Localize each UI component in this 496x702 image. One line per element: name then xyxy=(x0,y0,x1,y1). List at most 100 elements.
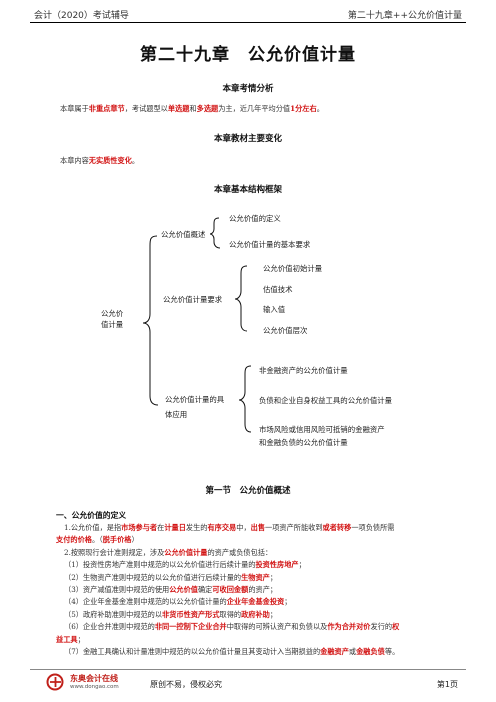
header-left: 会计（2020）考试辅导 xyxy=(34,11,129,21)
tree-root-line1: 公允价 xyxy=(101,309,124,318)
emphasis: 脱手价格 xyxy=(102,535,132,545)
text: 和 xyxy=(189,104,197,113)
text: （6）企业合并准则中规范的 xyxy=(64,622,155,632)
tree-branch-requirements: 公允价值计量要求 xyxy=(163,295,223,304)
emphasis: 投资性房地产 xyxy=(255,560,299,570)
emphasis: 出售 xyxy=(250,523,266,532)
text: 发行的 xyxy=(370,622,393,632)
text: 。（ xyxy=(91,535,103,545)
emphasis: 企业年金基金投资 xyxy=(226,597,285,607)
emphasis: 益工具 xyxy=(56,634,78,644)
text: 中取得的可辨认资产和负债以及 xyxy=(226,622,328,632)
heading-changes: 本章教材主要变化 xyxy=(213,134,282,144)
heading-structure: 本章基本结构框架 xyxy=(213,185,282,195)
structure-diagram: 公允价 值计量 公允价值概述 公允价值的定义 公允价值计量的基本要求 公允价值计… xyxy=(101,214,393,447)
page-number: 第1页 xyxy=(436,680,458,689)
tree-root-line2: 值计量 xyxy=(101,320,124,329)
paragraph-exam-analysis: 本章属于非重点章节，考试题型以单选题和多选题为主，近几年平均分值1分左右。 xyxy=(60,104,324,114)
page-header: 会计（2020）考试辅导 第二十九章++公允价值计量 xyxy=(0,0,496,23)
emphasis: 市场参与者 xyxy=(121,523,158,532)
tree-branch-overview: 公允价值概述 xyxy=(161,230,206,239)
header-right: 第二十九章++公允价值计量 xyxy=(347,11,462,21)
text: （7）金融工具确认和计量准则中规范的以公允价值计量且其变动计入当期损益的 xyxy=(64,646,321,656)
emphasis: 政府补助 xyxy=(241,609,270,619)
text: 等。 xyxy=(384,646,400,656)
text: 在 xyxy=(157,523,165,532)
emphasis: 可收回金额 xyxy=(212,584,249,594)
text: ，考试题型以 xyxy=(124,104,168,113)
tree-branch-application-line2: 体应用 xyxy=(165,410,187,419)
emphasis: 或者转移 xyxy=(322,523,352,532)
text: （5）政府补助准则中规范的以 xyxy=(64,609,163,619)
tree-leaf: 和金融负债的公允价值计量 xyxy=(259,438,348,447)
text: 本章内容 xyxy=(60,156,89,165)
emphasis: 生物资产 xyxy=(241,572,270,582)
emphasis: 金融负债 xyxy=(356,646,385,656)
emphasis: 权 xyxy=(392,622,400,632)
list-item: （3）资产减值准则中规范的使用公允价值确定可收回金额的资产； xyxy=(56,584,444,596)
text: 或 xyxy=(348,646,357,656)
text: 取得的 xyxy=(219,609,242,619)
text: ； xyxy=(269,609,278,619)
footer-slogan: 原创不易，侵权必究 xyxy=(150,680,222,689)
text: 一项资产所能收到 xyxy=(265,523,323,532)
text: ； xyxy=(77,634,85,644)
tree-leaf: 公允价值的定义 xyxy=(229,214,281,223)
emphasis: 公允价值计量 xyxy=(164,547,208,557)
tree-leaf: 市场风险或信用风险可抵销的金融资产 xyxy=(259,425,385,434)
emphasis: 支付的价格 xyxy=(56,535,92,545)
footer-rule xyxy=(30,669,466,670)
section-title: 第一节 公允价值概述 xyxy=(205,486,291,496)
text: ） xyxy=(131,535,139,545)
list-item: （5）政府补助准则中规范的以非货币性资产形式取得的政府补助； xyxy=(56,609,444,621)
emphasis: 有序交易 xyxy=(207,523,237,532)
heading-exam-analysis: 本章考情分析 xyxy=(222,84,274,94)
text: 本章属于 xyxy=(60,104,89,113)
emphasis: 非重点章节 xyxy=(88,104,125,113)
emphasis: 公允价值 xyxy=(169,584,198,594)
text: 确定 xyxy=(197,584,213,594)
list-item: （2）生物资产准则中规范的以公允价值进行后续计量的生物资产； xyxy=(56,572,444,584)
text: 。 xyxy=(316,104,324,113)
text: 2.按照现行会计准则规定，涉及 xyxy=(64,547,165,557)
list-item: （4）企业年金基金准则中规范的以公允价值计量的企业年金基金投资； xyxy=(56,596,444,608)
emphasis: 作为合并对价 xyxy=(327,622,371,632)
text: 发生的 xyxy=(185,523,208,532)
tree-leaf: 公允价值初始计量 xyxy=(263,264,323,273)
list-item: （1）投资性房地产准则中规范的以公允价值进行后续计量的投资性房地产； xyxy=(56,559,444,571)
text: 中， xyxy=(236,523,251,532)
text: 一项负债所需 xyxy=(351,523,395,532)
dongao-logo-icon xyxy=(46,673,64,691)
text: ； xyxy=(269,572,278,582)
subsection-title: 一、公允价值的定义 xyxy=(56,511,127,520)
text: （4）企业年金基金准则中规范的以公允价值计量的 xyxy=(64,597,227,607)
text: （3）资产减值准则中规范的使用 xyxy=(64,584,170,594)
text: 的资产或负债包括： xyxy=(207,547,273,557)
text: 为主，近几年平均分值 xyxy=(218,104,291,113)
header-rule xyxy=(30,22,466,23)
emphasis: 金融资产 xyxy=(320,646,349,656)
content-list: 1.公允价值，是指市场参与者在计量日发生的有序交易中，出售一项资产所能收到或者转… xyxy=(56,522,444,658)
chapter-title: 第二十九章 公允价值计量 xyxy=(140,45,356,65)
text: ； xyxy=(284,597,292,607)
emphasis: 计量日 xyxy=(164,523,186,532)
emphasis: 1分左右 xyxy=(290,104,317,113)
tree-branch-application-line1: 公允价值计量的具 xyxy=(165,395,225,404)
tree-leaf: 公允价值层次 xyxy=(263,326,308,335)
emphasis: 多选题 xyxy=(196,104,219,113)
paragraph-changes: 本章内容无实质性变化。 xyxy=(60,156,139,166)
list-item: 1.公允价值，是指市场参与者在计量日发生的有序交易中，出售一项资产所能收到或者转… xyxy=(56,522,444,534)
list-item: 益工具； xyxy=(56,634,444,646)
list-item: 支付的价格。（脱手价格） xyxy=(56,534,444,546)
text: （1）投资性房地产准则中规范的以公允价值进行后续计量的 xyxy=(64,560,256,570)
list-item: （6）企业合并准则中规范的非同一控制下企业合并中取得的可辨认资产和负债以及作为合… xyxy=(56,621,444,633)
text: 的资产； xyxy=(248,584,278,594)
tree-leaf: 估值技术 xyxy=(263,285,293,294)
logo-text: 东奥会计在线 xyxy=(70,674,118,683)
emphasis: 无实质性变化 xyxy=(88,156,132,165)
list-item: （7）金融工具确认和计量准则中规范的以公允价值计量且其变动计入当期损益的金融资产… xyxy=(56,646,444,658)
text: （2）生物资产准则中规范的以公允价值进行后续计量的 xyxy=(64,572,242,582)
tree-leaf: 非金融资产的公允价值计量 xyxy=(259,366,348,375)
text: 。 xyxy=(131,156,140,165)
text: ； xyxy=(298,560,306,570)
